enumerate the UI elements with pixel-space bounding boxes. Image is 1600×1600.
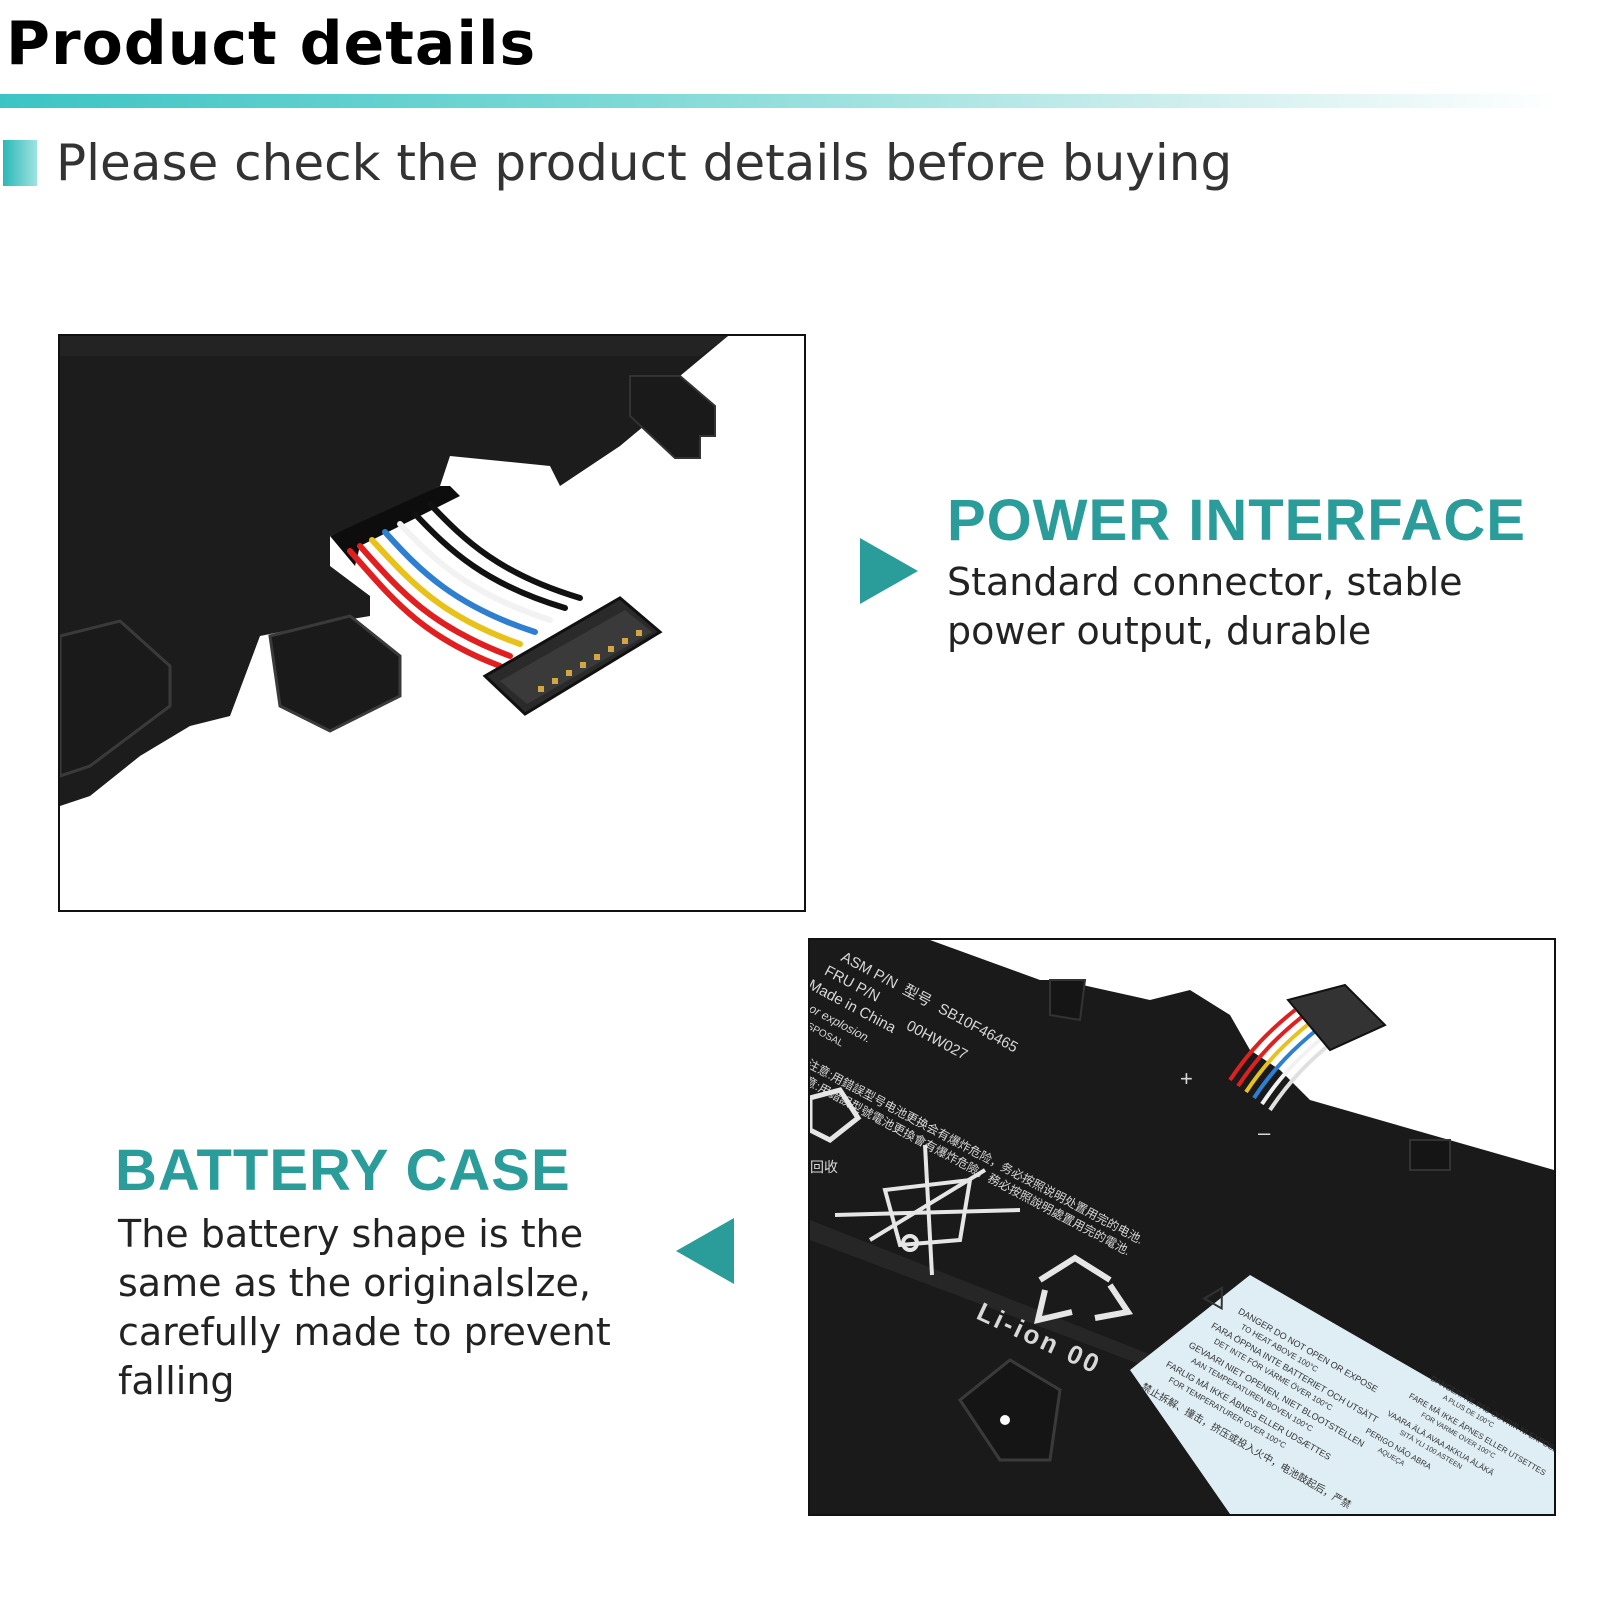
mounting-tab-left xyxy=(60,619,172,778)
wire-bundle xyxy=(347,501,583,669)
battery-body xyxy=(60,336,728,806)
mounting-tab-top xyxy=(1049,979,1087,1022)
connector-plug xyxy=(482,596,663,716)
power-interface-photo xyxy=(58,334,806,912)
mounting-tab-middle xyxy=(268,614,402,733)
battery-case-title: BATTERY CASE xyxy=(115,1138,571,1203)
page-subtitle: Please check the product details before … xyxy=(56,134,1233,192)
arrow-left-icon xyxy=(676,1218,734,1284)
connector-plug xyxy=(1286,983,1387,1052)
page-title: Product details xyxy=(6,9,537,79)
recycle-cn-label: 回收 xyxy=(810,1159,838,1175)
warning-triangle-icon xyxy=(1202,1286,1224,1311)
power-interface-title: POWER INTERFACE xyxy=(947,488,1526,553)
battery-case-photo: + – ASM P/N 型号 SB10F46465 FRU P/N 00HW02… xyxy=(808,938,1556,1516)
mounting-tab-bottom xyxy=(957,1358,1062,1462)
mounting-tab-top xyxy=(629,375,716,459)
battery-case-illustration: + – ASM P/N 型号 SB10F46465 FRU P/N 00HW02… xyxy=(810,940,1554,1514)
wire-slot xyxy=(330,486,460,566)
battery-connector-illustration xyxy=(60,336,728,806)
positive-terminal-label: + xyxy=(1180,1066,1193,1091)
recycle-icon xyxy=(1033,1254,1134,1325)
battery-case-description: The battery shape is the same as the ori… xyxy=(118,1212,611,1403)
mounting-tab-right xyxy=(1409,1139,1451,1171)
arrow-right-icon xyxy=(860,538,918,604)
battery-top-edge xyxy=(60,336,728,356)
warning-sticker xyxy=(1130,1275,1554,1514)
subtitle-accent-bar xyxy=(3,140,37,186)
no-trash-icon xyxy=(834,1144,1021,1276)
title-underline xyxy=(0,94,1560,108)
recycle-mark-icon xyxy=(810,1087,862,1143)
power-interface-description: Standard connector, stable power output,… xyxy=(947,560,1463,653)
negative-terminal-label: – xyxy=(1258,1120,1271,1145)
